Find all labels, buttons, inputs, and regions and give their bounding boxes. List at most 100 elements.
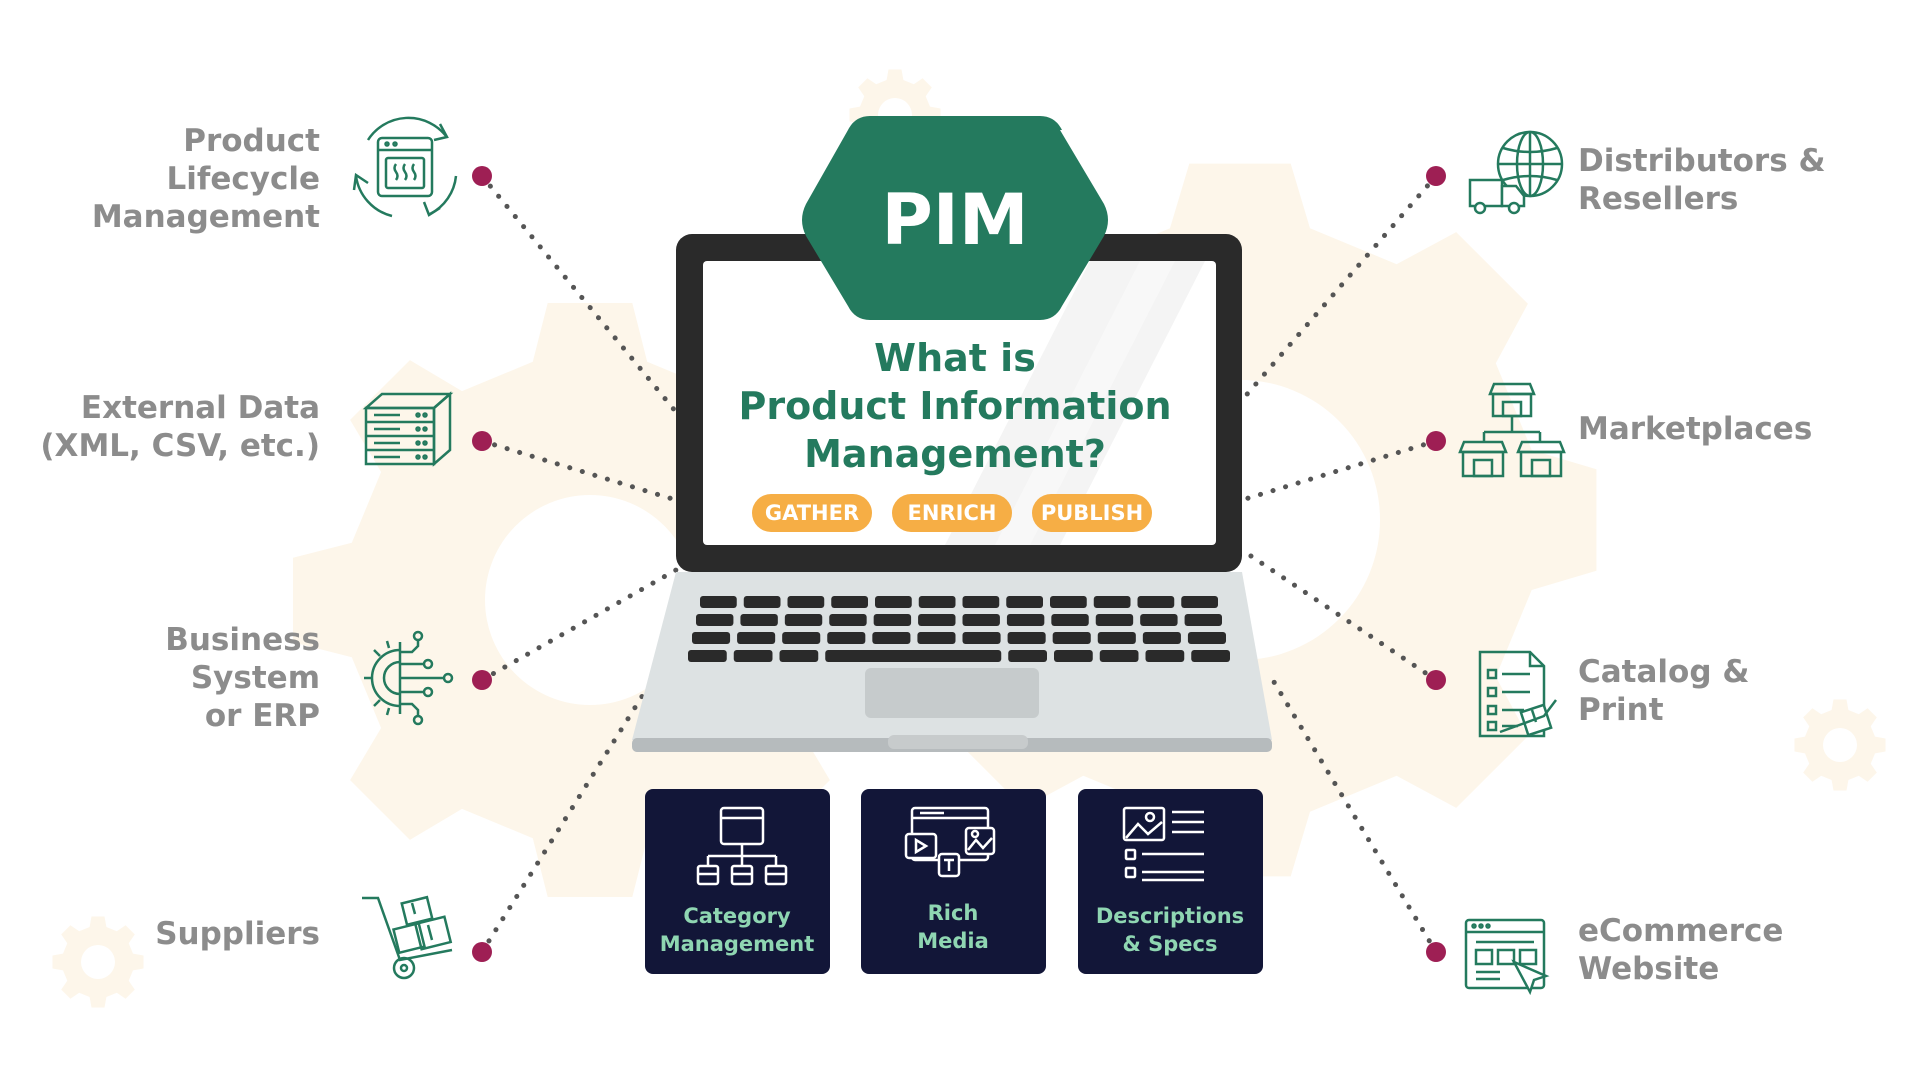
laptop-key: [1095, 614, 1134, 626]
connector-erp-dot: [472, 670, 492, 690]
laptop-key: [692, 632, 731, 644]
source-label-plm: Product Lifecycle Management: [92, 122, 320, 236]
connector-distributors-dot: [1426, 166, 1446, 186]
capability-label-specs-line-1: Descriptions: [1095, 904, 1245, 928]
laptop-key: [784, 614, 823, 626]
laptop-key: [873, 614, 912, 626]
channel-label-ecommerce-line-2: Website: [1578, 951, 1720, 987]
checklist-box-icon: [1478, 650, 1557, 738]
lifecycle-oven-icon: [352, 116, 458, 218]
laptop-key: [827, 632, 866, 644]
laptop-key: [872, 632, 911, 644]
laptop-key: [1181, 596, 1218, 608]
laptop-key: [829, 614, 867, 626]
laptop-key: [1142, 632, 1181, 644]
capability-label-category-line-2: Management: [659, 932, 815, 956]
laptop-key: [1006, 596, 1043, 608]
laptop-key: [688, 650, 727, 662]
laptop-key: [733, 650, 773, 662]
source-label-suppliers: Suppliers: [155, 915, 320, 953]
document-specs-icon: [1122, 806, 1204, 882]
channel-label-catalog-line-2: Print: [1578, 692, 1664, 728]
gear-circuit-icon: [364, 630, 454, 726]
source-label-erp-line-1: Business: [165, 622, 320, 658]
laptop-key: [1051, 614, 1089, 626]
source-label-plm-line-3: Management: [91, 199, 320, 235]
laptop-key: [918, 614, 956, 626]
channel-label-marketplaces: Marketplaces: [1578, 410, 1812, 448]
connector-erp-line: [479, 567, 679, 683]
source-label-external-data-line-1: External Data: [80, 390, 320, 426]
channel-label-distributors-line-2: Resellers: [1578, 181, 1739, 217]
laptop-key: [740, 614, 778, 626]
globe-truck-icon: [1468, 130, 1564, 215]
capability-label-category: Category Management: [645, 902, 829, 958]
laptop-key: [1008, 650, 1047, 662]
laptop-key: [831, 596, 868, 608]
laptop-key: [1050, 596, 1087, 608]
laptop-key: [918, 596, 956, 608]
channel-label-distributors: Distributors & Resellers: [1578, 142, 1826, 218]
connector-lines: [479, 173, 1439, 955]
capability-label-specs-line-2: & Specs: [1122, 932, 1218, 956]
connector-plm-dot: [472, 166, 492, 186]
storefronts-icon: [1458, 382, 1566, 478]
connector-external-data-dot: [472, 431, 492, 451]
background-gear-small-right-icon: [1794, 699, 1886, 791]
connector-dots: [472, 166, 1446, 962]
laptop-key: [1191, 650, 1230, 662]
screen-title-line-2: Product Information: [738, 384, 1172, 428]
laptop-key: [962, 614, 1000, 626]
source-label-erp-line-2: System: [190, 660, 320, 696]
source-label-plm-line-2: Lifecycle: [166, 161, 320, 197]
step-pill-publish: PUBLISH: [1032, 494, 1152, 532]
laptop-spacebar: [825, 650, 1002, 662]
connector-ecommerce-line: [1265, 669, 1439, 955]
pim-badge-text: PIM: [881, 179, 1029, 261]
hand-truck-icon: [362, 895, 453, 980]
connector-distributors-line: [1239, 173, 1439, 403]
server-rack-icon: [362, 391, 454, 467]
connector-external-data-line: [479, 438, 679, 503]
laptop-key: [1052, 632, 1091, 644]
laptop-key: [1007, 632, 1046, 644]
hierarchy-icon: [696, 806, 788, 886]
laptop-key: [917, 632, 956, 644]
laptop-key: [743, 596, 781, 608]
channel-label-catalog: Catalog & Print: [1578, 653, 1749, 729]
laptop-key: [1140, 614, 1178, 626]
step-pill-enrich: ENRICH: [892, 494, 1012, 532]
connector-plm-line: [479, 173, 679, 415]
laptop-keyboard: [688, 596, 1230, 662]
laptop-key: [1145, 650, 1185, 662]
laptop-key: [1006, 614, 1045, 626]
connector-ecommerce-dot: [1426, 942, 1446, 962]
source-label-external-data: External Data (XML, CSV, etc.): [40, 389, 320, 465]
browser-cursor-icon: [1464, 918, 1550, 996]
connector-marketplaces-line: [1239, 438, 1439, 503]
step-pill-gather: GATHER: [752, 494, 872, 532]
laptop-key: [1137, 596, 1175, 608]
capability-label-media: Rich Media: [861, 899, 1045, 955]
laptop-key: [1184, 614, 1222, 626]
connector-marketplaces-dot: [1426, 431, 1446, 451]
laptop-key: [1099, 650, 1139, 662]
laptop-icon: [632, 234, 1272, 752]
laptop-key: [1054, 650, 1093, 662]
laptop-key: [962, 632, 1001, 644]
laptop-key: [787, 596, 825, 608]
laptop-key: [1097, 632, 1136, 644]
laptop-key: [737, 632, 776, 644]
source-label-erp: Business System or ERP: [165, 621, 320, 735]
screen-title-line-3: Management?: [804, 432, 1106, 476]
channel-label-distributors-line-1: Distributors &: [1578, 143, 1826, 179]
laptop-key: [1093, 596, 1131, 608]
pim-hexagon-badge: [802, 116, 1108, 320]
channel-label-ecommerce-line-1: eCommerce: [1578, 913, 1784, 949]
media-icon: [904, 806, 996, 878]
laptop-key: [700, 596, 737, 608]
laptop-key: [875, 596, 912, 608]
channel-label-catalog-line-1: Catalog &: [1578, 654, 1750, 690]
connector-catalog-line: [1239, 547, 1439, 683]
